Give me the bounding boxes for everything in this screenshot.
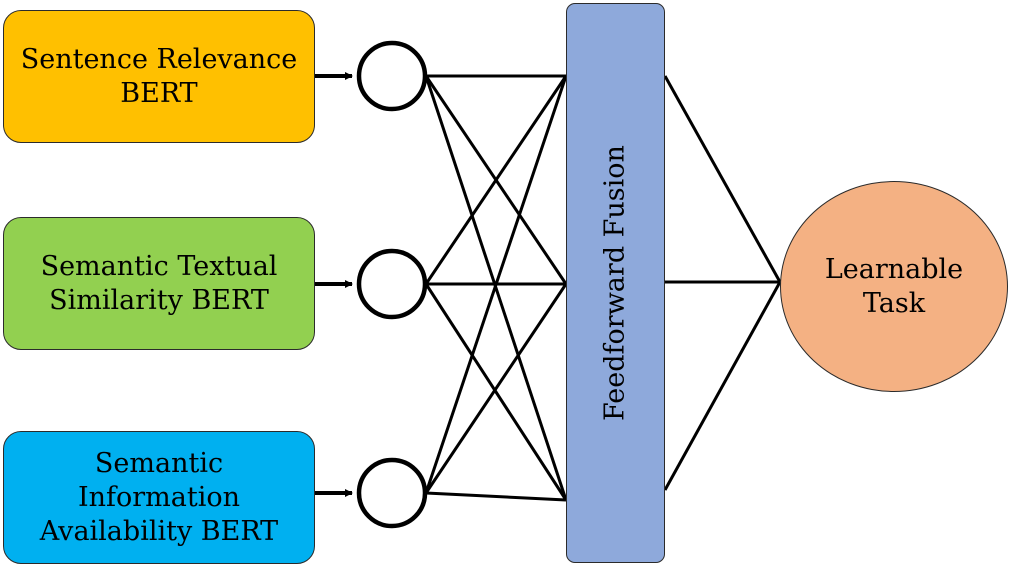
node-3 [356, 457, 428, 529]
learnable-task-label: Learnable Task [824, 253, 964, 319]
node-2 [356, 248, 428, 320]
semantic-information-availability-bert-label: Semantic Information Availability BERT [39, 447, 279, 547]
semantic-textual-similarity-bert-box: Semantic Textual Similarity BERT [3, 217, 315, 350]
feedforward-fusion-label: Feedforward Fusion [599, 145, 631, 421]
node-1 [356, 40, 428, 112]
output-connections [663, 75, 782, 491]
learnable-task-node: Learnable Task [780, 181, 1008, 392]
semantic-information-availability-bert-box: Semantic Information Availability BERT [3, 431, 315, 564]
sentence-relevance-bert-box: Sentence Relevance BERT [3, 10, 315, 143]
sentence-relevance-bert-label: Sentence Relevance BERT [20, 43, 298, 109]
feedforward-fusion-layer [566, 3, 665, 563]
semantic-textual-similarity-bert-label: Semantic Textual Similarity BERT [40, 250, 278, 316]
dense-connections [424, 74, 568, 502]
